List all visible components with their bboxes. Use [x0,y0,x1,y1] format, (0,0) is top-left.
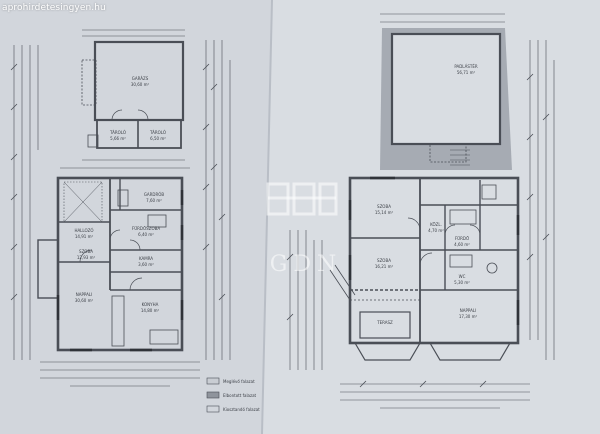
legend-label-demolished: Elbontott falazat [223,393,257,398]
right-floor-plan [286,13,555,409]
room-area-pantry: 7,60 m² [146,198,162,203]
room-area-wc-right: 5,30 m² [454,280,470,285]
legend-swatch-new [206,405,220,413]
room-area-room-left: 12,93 m² [77,255,96,260]
gdn-logo-mark [266,182,338,216]
room-area-storage-1: 5,66 m² [110,136,126,141]
room-label-living-right: NAPPALI [460,308,476,313]
room-area-living-left: 30,60 m² [75,298,94,303]
room-area-hall-right: 4,70 m² [428,228,444,233]
room-label-storage-1: TÁROLÓ [109,130,126,135]
room-label-garage: GARÁZS [132,76,149,81]
room-label-kitchen-left: KONYHA [142,302,159,307]
left-floor-plan [10,29,231,387]
room-area-room-right-1: 15,14 m² [375,210,394,215]
room-area-bath-right: 4,60 m² [454,242,470,247]
room-label-lamp-left: KAMRA [139,256,153,261]
gdn-logo-text: GDN [269,252,343,277]
room-label-hall-left: HALLOZÓ [74,228,93,233]
room-label-storage-2: TÁROLÓ [149,130,166,135]
legend-label-new: Kiosztandó falazat [223,407,260,412]
room-label-bath-right: FÜRDŐ [455,236,469,241]
room-label-bath-left: FÜRDŐSZOBA [132,226,160,231]
room-label-attic: PADLÁSTÉR [454,64,478,69]
room-label-room-left: SZOBA [79,249,93,254]
room-area-bath-left: 6,40 m² [138,232,154,237]
room-label-terrace: TERASZ [376,320,393,325]
room-area-living-right: 17,30 m² [459,314,478,319]
legend: Meglévő falazat Elbontott falazat Kioszt… [206,377,260,413]
room-area-garage: 30,60 m² [131,82,150,87]
site-watermark: aprohirdetesingyen.hu [2,3,106,13]
room-label-hall-right: KÖZL. [430,222,442,227]
legend-label-existing: Meglévő falazat [223,379,255,384]
room-area-storage-2: 6,50 m² [150,136,166,141]
room-label-wc-right: WC [459,274,466,279]
room-label-room-right-2: SZOBA [377,258,391,263]
legend-swatch-demolished [206,391,220,399]
room-label-room-right-1: SZOBA [377,204,391,209]
room-area-lamp-left: 3,60 m² [138,262,154,267]
room-label-pantry: GARDRÓB [144,192,165,197]
room-area-room-right-2: 16,21 m² [375,264,394,269]
room-area-hall-left: 14,91 m² [75,234,94,239]
room-area-attic: 56,71 m² [457,70,476,75]
legend-swatch-existing [206,377,220,385]
room-label-living-left: NAPPALI [76,292,92,297]
room-area-kitchen-left: 14,80 m² [141,308,160,313]
